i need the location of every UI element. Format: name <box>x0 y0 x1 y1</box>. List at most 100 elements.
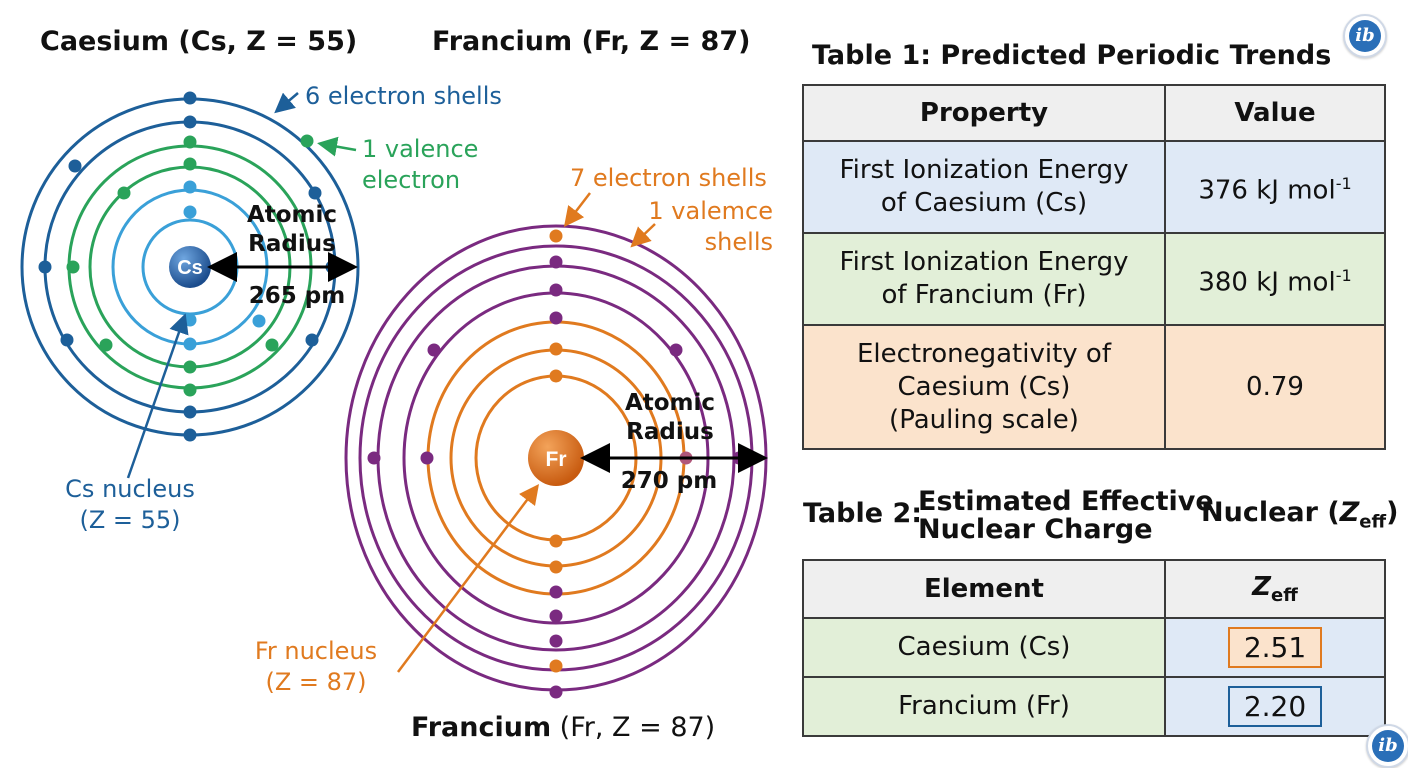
caesium-electron <box>183 205 197 219</box>
caesium-electron <box>183 337 197 351</box>
francium-nucleus-label: Fr nucleus (Z = 87) <box>246 636 386 698</box>
table2-header-zeff-symbol: Z <box>1252 571 1272 602</box>
francium-electron <box>549 659 563 673</box>
table2: Element Zeff Caesium (Cs) 2.51 Francium … <box>802 559 1386 737</box>
francium-valence-note-line1: 1 valemce <box>648 197 773 225</box>
table1-row3-property-line3: (Pauling scale) <box>889 404 1079 435</box>
table1-row3-property-line1: Electronegativity of <box>856 338 1111 369</box>
francium-electron <box>549 283 563 297</box>
table2-title-symbol-sub: eff <box>1359 511 1387 533</box>
table1-header-value: Value <box>1164 84 1386 142</box>
francium-electron <box>549 534 563 548</box>
francium-electron <box>420 451 434 465</box>
francium-electron <box>427 343 441 357</box>
table1-row3-value: 0.79 <box>1164 324 1386 450</box>
table2-title-line2: Nuclear Charge <box>918 514 1153 545</box>
table2-title-line1: Estimated Effective <box>918 486 1214 517</box>
caesium-electron <box>183 180 197 194</box>
caesium-nucleus <box>169 246 211 288</box>
caesium-nucleus-label-line2: (Z = 55) <box>79 506 181 534</box>
francium-radius-label: Atomic Radius <box>610 389 730 447</box>
table2-title-suffix: Nuclear (Zeff) <box>1201 497 1399 533</box>
francium-nucleus-label-line1: Fr nucleus <box>254 637 378 665</box>
francium-nucleus-label-line2: (Z = 87) <box>265 668 367 696</box>
francium-radius-label-line2: Radius <box>626 419 714 445</box>
table1-header-property: Property <box>802 84 1166 142</box>
francium-electron <box>549 634 563 648</box>
francium-title: Francium (Fr, Z = 87) <box>432 26 751 57</box>
caesium-electron <box>308 186 322 200</box>
francium-nucleus-pointer <box>397 484 539 673</box>
caesium-valence-note-line1: 1 valence <box>362 135 479 163</box>
table1-row2-value-text: 380 kJ mol <box>1198 267 1336 298</box>
caesium-electron <box>183 91 197 105</box>
table2-title-prefix: Table 2: <box>803 498 923 529</box>
caesium-shells-pointer <box>274 92 299 114</box>
caesium-radius-label: Atomic Radius <box>232 201 352 259</box>
ib-logo-text: ib <box>1372 730 1404 762</box>
table2-row2-zeff: 2.20 <box>1228 686 1322 727</box>
ib-logo-icon: ib <box>1343 14 1387 58</box>
caesium-electron <box>183 115 197 129</box>
francium-nucleus <box>528 430 584 486</box>
caesium-nucleus-label: Cs nucleus (Z = 55) <box>60 474 200 536</box>
francium-electron <box>549 342 563 356</box>
francium-valence-note: 1 valemce shells <box>645 196 773 258</box>
caesium-nucleus-label-line1: Cs nucleus <box>65 475 195 503</box>
table2-header-zeff: Zeff <box>1164 559 1386 619</box>
francium-radius-value: 270 pm <box>620 468 718 494</box>
table1-row2-value: 380 kJ mol-1 <box>1164 232 1386 326</box>
caesium-nucleus-symbol: Cs <box>177 257 203 279</box>
table2-header-element: Element <box>802 559 1166 619</box>
francium-electron <box>549 255 563 269</box>
caesium-electron <box>183 313 197 327</box>
caesium-electron <box>252 314 266 328</box>
table1-row2-property-line2: of Francium (Fr) <box>881 280 1087 310</box>
francium-bottom-title-bold: Francium <box>411 712 552 743</box>
caesium-electron <box>68 159 82 173</box>
table2-title-main: Estimated Effective Nuclear Charge <box>918 488 1214 544</box>
francium-nucleus-symbol: Fr <box>546 448 567 471</box>
francium-electron <box>549 585 563 599</box>
caesium-valence-pointer <box>317 136 357 157</box>
table2-title-symbol: Z <box>1339 497 1360 528</box>
caesium-radius-label-line2: Radius <box>248 231 336 257</box>
caesium-electron <box>265 338 279 352</box>
francium-shells-note: 7 electron shells <box>570 164 767 192</box>
francium-electron <box>367 451 381 465</box>
caesium-shells-note: 6 electron shells <box>305 82 502 110</box>
francium-electron <box>549 311 563 325</box>
table2-row2-zeff-cell: 2.20 <box>1164 676 1386 737</box>
caesium-radius-label-line1: Atomic <box>246 202 338 228</box>
table1-title: Table 1: Predicted Periodic Trends <box>812 40 1332 71</box>
table1-row1-property-line1: First Ionization Energy <box>839 155 1129 185</box>
caesium-electron <box>183 360 197 374</box>
table2-row1-zeff-cell: 2.51 <box>1164 617 1386 678</box>
table2-row1-zeff: 2.51 <box>1228 627 1322 668</box>
francium-electron <box>549 560 563 574</box>
caesium-nucleus-pointer <box>126 313 189 479</box>
table1-row1-value: 376 kJ mol-1 <box>1164 140 1386 234</box>
table1-row3-value-text: 0.79 <box>1246 371 1304 402</box>
table2-title-suffix-word: Nuclear <box>1201 497 1318 528</box>
table2-row2-element: Francium (Fr) <box>802 676 1166 737</box>
francium-bottom-title-rest: (Fr, Z = 87) <box>551 712 716 743</box>
caesium-radius-value: 265 pm <box>248 283 346 309</box>
caesium-valence-note-line2: electron <box>362 166 461 194</box>
francium-electron <box>669 343 683 357</box>
francium-electron <box>549 685 563 699</box>
francium-electron <box>549 229 563 243</box>
francium-shells-pointer <box>563 192 591 227</box>
caesium-electron <box>38 260 52 274</box>
caesium-electron <box>183 383 197 397</box>
caesium-electron <box>66 260 80 274</box>
ib-logo-icon: ib <box>1366 724 1408 768</box>
francium-valence-note-line2: shells <box>704 228 773 256</box>
